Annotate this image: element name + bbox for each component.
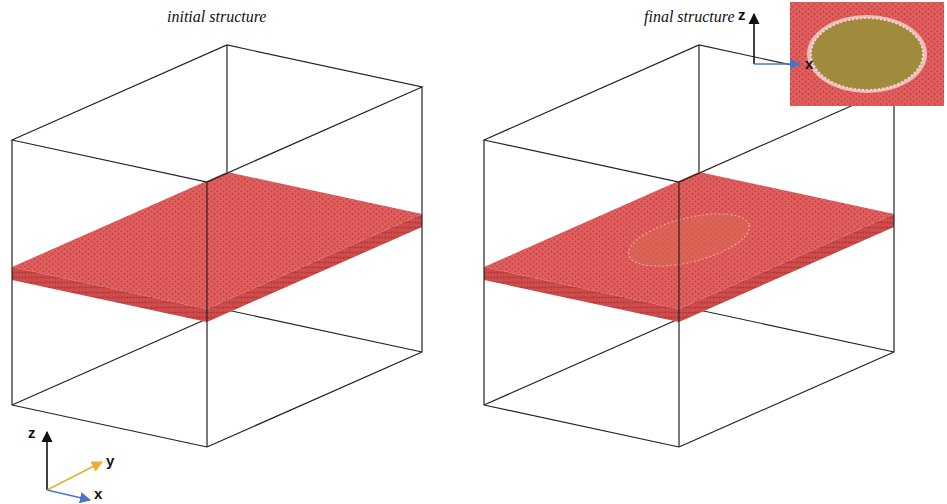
axis-label: z	[738, 6, 746, 23]
panel-heading: final structure	[644, 8, 735, 26]
axis-label: z	[28, 424, 36, 441]
axis-label: y	[106, 452, 114, 469]
inset-axes	[754, 14, 800, 64]
axis-label: x	[94, 485, 102, 502]
top-view-inset	[790, 2, 944, 106]
atomic-slab	[484, 172, 894, 322]
simulation-box-front	[12, 45, 422, 447]
axis-label: x	[805, 55, 813, 72]
panel-heading: initial structure	[167, 8, 266, 26]
coordinate-axes	[47, 432, 102, 500]
simulation-box	[12, 45, 422, 405]
atomic-slab	[12, 172, 422, 322]
